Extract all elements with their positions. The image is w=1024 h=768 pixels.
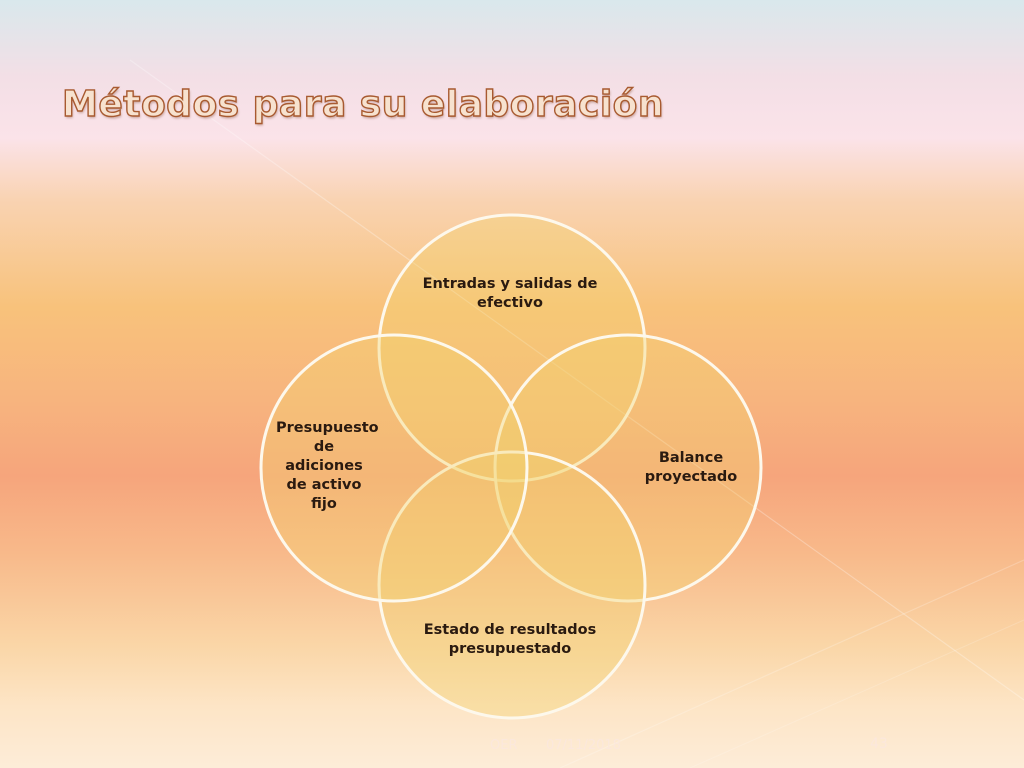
circle-label-left: Presupuesto de adiciones de activo fijo (276, 420, 379, 512)
circle-label-right: Balance proyectado (644, 450, 738, 485)
footer-page-number: 43 (870, 736, 888, 752)
circle-bottom (377, 450, 647, 720)
circle-top (377, 213, 647, 483)
circle-label-bottom: Estado de resultados presupuestado (423, 622, 597, 657)
footer-date: 07/11/2018 (546, 738, 621, 753)
venn-diagram: Entradas y salidas de efectivo Balance p… (250, 205, 770, 725)
circle-label-top: Entradas y salidas de efectivo (422, 276, 598, 311)
venn-circles (259, 213, 763, 720)
circle-left (259, 333, 529, 603)
footer-organization: OER (490, 738, 518, 753)
circle-right (493, 333, 763, 603)
slide-title: Métodos para su elaboración (61, 83, 665, 125)
